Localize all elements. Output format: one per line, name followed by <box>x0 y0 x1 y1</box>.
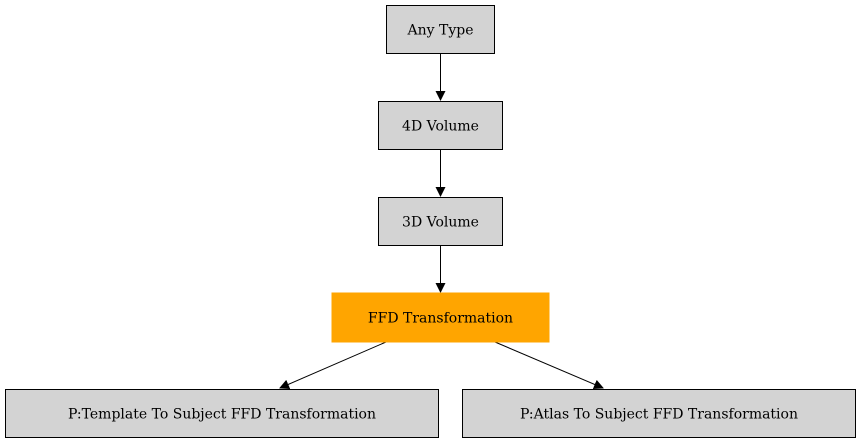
node-label: FFD Transformation <box>368 311 513 327</box>
node-4d-volume[interactable]: 4D Volume <box>378 101 503 150</box>
node-label: 4D Volume <box>402 119 479 135</box>
edge-ffd-to-template <box>279 341 387 390</box>
node-ffd-transformation[interactable]: FFD Transformation <box>331 292 550 343</box>
node-label: 3D Volume <box>402 215 479 231</box>
node-3d-volume[interactable]: 3D Volume <box>378 197 503 246</box>
node-label: Any Type <box>407 23 474 39</box>
node-label: P:Template To Subject FFD Transformation <box>68 407 376 423</box>
edge-ffd-to-atlas <box>494 341 604 390</box>
node-label: P:Atlas To Subject FFD Transformation <box>520 407 798 423</box>
node-template-to-subject-ffd[interactable]: P:Template To Subject FFD Transformation <box>5 389 439 438</box>
edges <box>279 53 604 390</box>
node-atlas-to-subject-ffd[interactable]: P:Atlas To Subject FFD Transformation <box>462 389 856 438</box>
node-any-type[interactable]: Any Type <box>386 5 495 54</box>
